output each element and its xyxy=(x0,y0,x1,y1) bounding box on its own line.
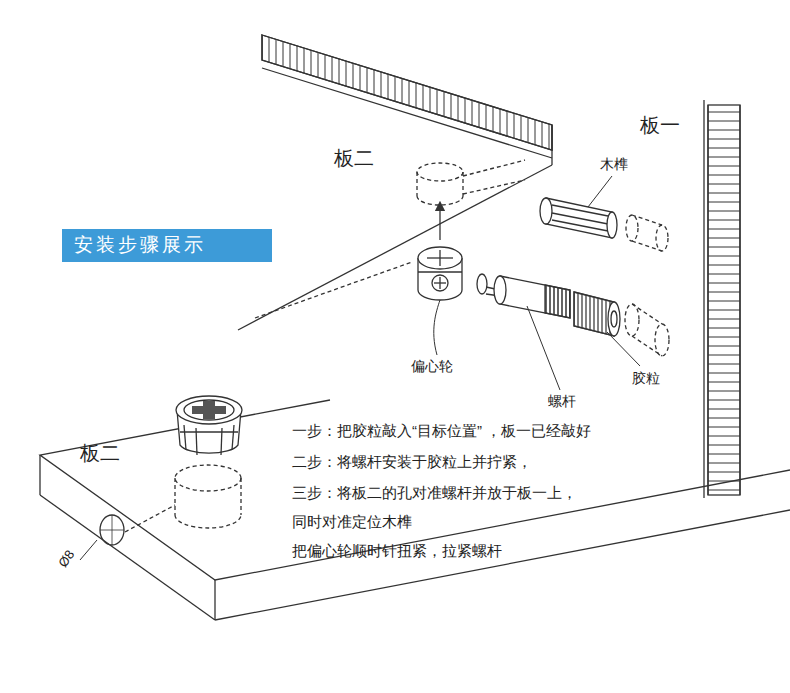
cam-symbol xyxy=(418,247,462,300)
bolt-symbol xyxy=(477,274,570,318)
part-label: 胶粒 xyxy=(632,370,660,386)
instruction-text: 把偏心轮顺时针扭紧，拉紧螺杆 xyxy=(292,542,502,559)
direction-arrow xyxy=(439,206,440,240)
board-edge xyxy=(551,125,552,165)
board-edge xyxy=(262,35,552,150)
hidden-hole xyxy=(125,465,241,532)
part-label: 木榫 xyxy=(600,156,628,172)
instruction-text: 二步：将螺杆安装于胶粒上并拧紧， xyxy=(292,453,532,470)
instruction-text: 三步：将板二的孔对准螺杆并放于板一上， xyxy=(292,484,577,501)
line-art xyxy=(40,35,790,620)
instruction-text: 同时对准定位木榫 xyxy=(292,513,412,530)
board-edge xyxy=(739,105,740,495)
part-label: 板二 xyxy=(334,147,374,170)
part-label: 偏心轮 xyxy=(411,358,453,374)
banner-box: 安装步骤展示 xyxy=(62,229,272,262)
board-outline xyxy=(40,400,790,620)
board-edge xyxy=(262,68,552,158)
board-edge xyxy=(708,105,740,495)
part-label: 板一 xyxy=(640,114,680,137)
banner-text: 安装步骤展示 xyxy=(74,234,206,257)
instruction-text: 一步：把胶粒敲入“目标位置” ，板一已经敲好 xyxy=(292,422,591,439)
board-edge xyxy=(262,35,552,150)
board-edge xyxy=(707,105,708,495)
dowel-symbol xyxy=(540,198,617,238)
hidden-hole xyxy=(626,215,668,251)
part-label: 板二 xyxy=(80,442,120,465)
cam-symbol xyxy=(176,396,242,455)
part-label: 螺杆 xyxy=(548,393,576,409)
hidden-hole xyxy=(255,160,525,318)
dimension-label: Ø8 xyxy=(56,548,78,571)
barrel-nut-symbol xyxy=(574,292,620,336)
hidden-hole xyxy=(625,304,669,356)
board-edge xyxy=(703,100,704,498)
